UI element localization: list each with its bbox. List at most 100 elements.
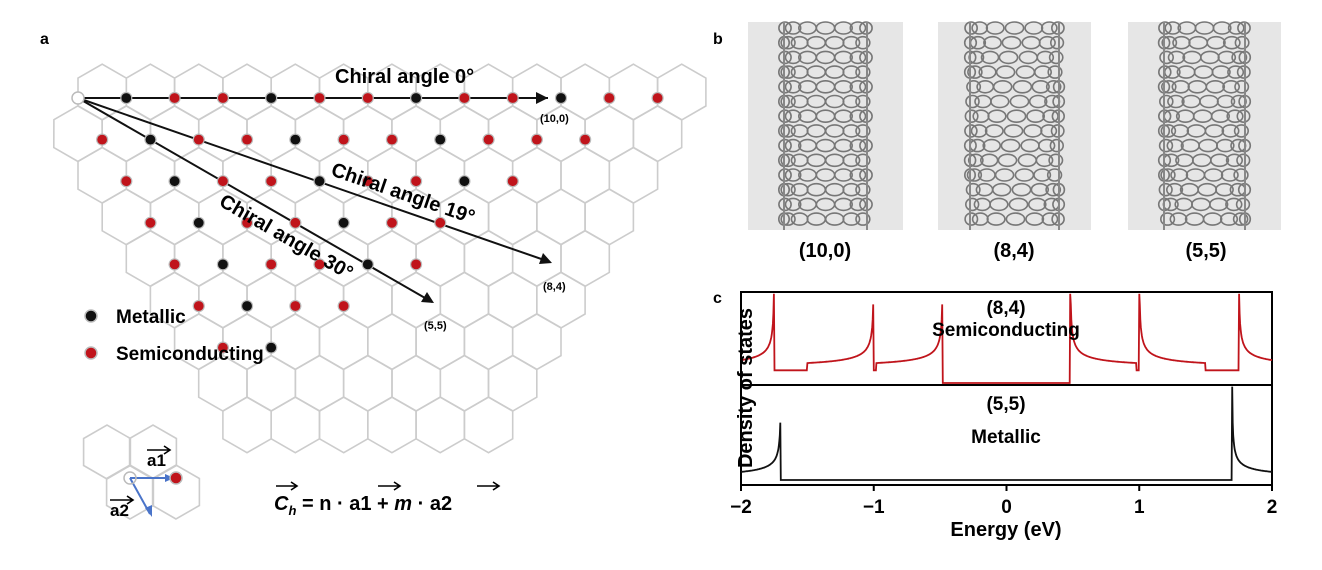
carbon-ring bbox=[1232, 212, 1249, 226]
carbon-ring bbox=[1008, 197, 1029, 212]
carbon-ring bbox=[1038, 35, 1056, 50]
carbon-ring bbox=[1165, 182, 1184, 197]
carbon-ring bbox=[967, 153, 984, 168]
carbon-ring bbox=[967, 65, 983, 79]
carbon-ring bbox=[842, 124, 861, 138]
carbon-ring bbox=[966, 168, 983, 182]
carbon-ring bbox=[992, 80, 1013, 94]
arrowhead bbox=[421, 292, 434, 303]
carbon-ring bbox=[1217, 50, 1237, 65]
carbon-ring bbox=[1225, 197, 1243, 212]
carbon-ring bbox=[1227, 65, 1245, 79]
carbon-ring bbox=[1045, 182, 1062, 197]
metallic-point bbox=[313, 175, 326, 188]
carbon-ring bbox=[980, 50, 1000, 65]
formula-equals: = n · bbox=[296, 493, 349, 515]
lattice-atom bbox=[169, 471, 183, 485]
carbon-ring bbox=[989, 197, 1009, 212]
carbon-ring bbox=[1233, 168, 1249, 182]
carbon-ring bbox=[1001, 35, 1022, 50]
carbon-ring bbox=[984, 124, 1004, 138]
carbon-ring bbox=[1211, 65, 1231, 79]
carbon-ring bbox=[780, 94, 796, 109]
semiconducting-point bbox=[361, 175, 374, 188]
carbon-ring bbox=[1212, 21, 1232, 35]
formula-dot: · bbox=[412, 493, 430, 515]
carbon-ring bbox=[842, 35, 861, 50]
carbon-ring bbox=[1166, 138, 1184, 153]
carbon-ring bbox=[1227, 21, 1245, 35]
chiral-vector-formula: Ch = n · a1 + m · a2 bbox=[274, 493, 452, 518]
nanotube-renderings bbox=[748, 21, 1281, 230]
carbon-ring bbox=[1170, 124, 1190, 138]
formula-a2: a2 bbox=[430, 493, 452, 515]
carbon-ring bbox=[991, 182, 1012, 197]
carbon-ring bbox=[1003, 124, 1024, 138]
carbon-ring bbox=[1226, 109, 1244, 123]
metallic-point bbox=[410, 91, 423, 105]
legend-metallic-marker bbox=[84, 309, 98, 323]
chiral-vector-armchair bbox=[77, 97, 433, 303]
dos-series-1 bbox=[740, 386, 1273, 481]
carbon-ring bbox=[833, 50, 853, 65]
carbon-ring bbox=[784, 50, 802, 65]
semiconducting-point bbox=[216, 91, 229, 105]
hexagon-cell bbox=[487, 271, 538, 329]
carbon-ring bbox=[1049, 35, 1065, 50]
unit-vector-a1-label: a1 bbox=[147, 451, 166, 470]
carbon-ring bbox=[1161, 35, 1178, 50]
hexagon-cell bbox=[82, 424, 132, 480]
carbon-ring bbox=[833, 80, 853, 94]
legend-metallic-label: Metallic bbox=[116, 307, 186, 328]
semiconducting-point bbox=[361, 91, 374, 105]
carbon-ring bbox=[784, 168, 802, 182]
carbon-ring bbox=[1221, 124, 1240, 138]
carbon-ring bbox=[966, 80, 982, 94]
carbon-ring bbox=[994, 168, 1015, 182]
legend-semiconducting-label: Semiconducting bbox=[116, 344, 264, 365]
carbon-ring bbox=[833, 197, 853, 212]
carbon-ring bbox=[1028, 94, 1048, 109]
hexagon-cell bbox=[463, 146, 514, 205]
vector-arrow-icon bbox=[147, 445, 172, 455]
formula-subscript: h bbox=[288, 503, 296, 518]
carbon-ring bbox=[780, 35, 796, 50]
carbon-ring bbox=[1006, 109, 1027, 123]
lattice-points bbox=[71, 91, 664, 354]
semiconducting-point bbox=[385, 133, 399, 146]
carbon-ring bbox=[1231, 50, 1248, 65]
hexagon-cell bbox=[391, 104, 441, 163]
endpoint-label-5-5: (5,5) bbox=[424, 320, 447, 332]
carbon-ring bbox=[1048, 153, 1064, 168]
series-8-4-subtitle: Semiconducting bbox=[932, 320, 1080, 341]
carbon-ring bbox=[1169, 212, 1188, 226]
carbon-ring bbox=[1041, 212, 1059, 226]
hexagon-cell bbox=[560, 63, 611, 121]
hexagon-cell bbox=[294, 271, 345, 329]
carbon-ring bbox=[1170, 168, 1189, 182]
semiconducting-point bbox=[385, 216, 399, 229]
carbon-ring bbox=[855, 153, 871, 168]
metallic-point bbox=[168, 175, 181, 188]
carbon-ring bbox=[1009, 94, 1030, 109]
hexagon-cell bbox=[342, 354, 393, 413]
hexagon-cell bbox=[536, 188, 586, 246]
hexagon-cell bbox=[511, 63, 562, 121]
carbon-ring bbox=[1202, 212, 1223, 226]
series-8-4-title: (8,4) bbox=[986, 298, 1025, 319]
carbon-ring bbox=[1208, 197, 1229, 212]
carbon-ring bbox=[1225, 153, 1243, 168]
metallic-point bbox=[289, 133, 302, 146]
carbon-ring bbox=[1012, 80, 1033, 94]
hexagon-cell bbox=[77, 146, 128, 205]
hexagon-cell bbox=[584, 104, 635, 163]
carbon-ring bbox=[1158, 182, 1173, 197]
metallic-point bbox=[192, 216, 205, 229]
hexagon-cell bbox=[560, 146, 611, 205]
hexagon-cell bbox=[173, 146, 224, 205]
hexagon-cell bbox=[391, 354, 442, 413]
carbon-ring bbox=[998, 50, 1019, 65]
carbon-ring bbox=[1046, 168, 1063, 182]
carbon-ring bbox=[986, 212, 1006, 226]
